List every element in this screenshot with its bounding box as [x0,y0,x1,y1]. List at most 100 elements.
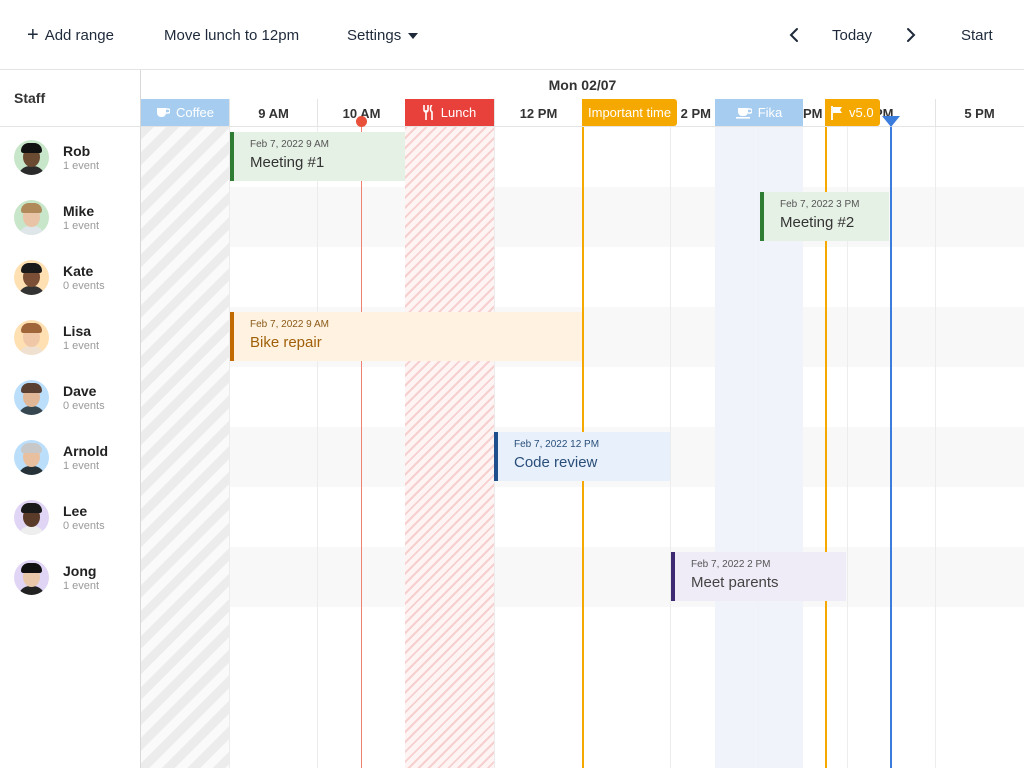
next-button[interactable] [904,0,918,70]
avatar [14,259,49,295]
chevron-right-icon [907,28,916,42]
avatar [14,499,49,535]
coffee-range-header[interactable]: Coffee [141,99,229,126]
current-time-dot [356,116,367,127]
timeline: Mon 02/07 9 AM 10 AM 12 PM 2 PM PM PM 5 … [141,70,1024,768]
plus-icon: + [27,24,39,46]
move-lunch-button[interactable]: Move lunch to 12pm [164,0,299,70]
flag-icon [831,105,842,120]
grid-line [935,127,936,768]
settings-button[interactable]: Settings [347,0,419,70]
resource-event-count: 0 events [63,399,105,412]
grid-line [847,127,848,768]
resource-event-count: 0 events [63,279,105,292]
coffee-range-label: Coffee [175,105,215,120]
settings-label: Settings [347,26,402,44]
fika-range-label: Fika [757,105,783,120]
move-lunch-label: Move lunch to 12pm [164,26,300,44]
coffee-icon [156,108,170,117]
resource-name: Rob [63,142,91,159]
avatar [14,439,49,475]
event-meet-parents[interactable]: Feb 7, 2022 2 PM Meet parents [671,552,846,601]
avatar [14,319,49,355]
coffee-icon [735,108,752,119]
event-date: Feb 7, 2022 9 AM [250,139,329,150]
event-meeting-2[interactable]: Feb 7, 2022 3 PM Meeting #2 [760,192,889,241]
avatar [14,139,49,175]
event-title: Code review [514,454,598,471]
date-header: Mon 02/07 [548,76,617,93]
v5-label: v5.0 [849,105,874,120]
lunch-range-label: Lunch [440,105,477,120]
hour-label: 10 AM [317,99,405,127]
hour-label: 9 AM [229,99,317,127]
grid-line [317,127,318,768]
current-time-line [361,127,362,768]
lunch-range [405,127,494,768]
important-time-marker[interactable]: Important time [582,99,678,126]
event-date: Feb 7, 2022 3 PM [780,199,860,210]
grid-line [229,127,230,768]
event-date: Feb 7, 2022 2 PM [691,559,771,570]
today-label: Today [832,26,873,44]
time-indicator-line [890,127,892,768]
event-code-review[interactable]: Feb 7, 2022 12 PM Code review [494,432,670,481]
avatar [14,199,49,235]
v5-line [825,127,827,768]
fika-range-header[interactable]: Fika [715,99,803,126]
add-range-button[interactable]: + Add range [27,0,114,70]
lunch-range-header[interactable]: Lunch [405,99,494,126]
utensils-icon [422,105,433,120]
resource-event-count: 1 event [63,339,100,352]
event-date: Feb 7, 2022 12 PM [514,439,600,450]
chevron-left-icon [789,28,798,42]
hour-label: 12 PM [494,99,582,127]
event-title: Meeting #1 [250,154,325,171]
resource-event-count: 1 event [63,459,100,472]
event-date: Feb 7, 2022 9 AM [250,319,329,330]
resource-event-count: 0 events [63,519,105,532]
event-bike-repair[interactable]: Feb 7, 2022 9 AM Bike repair [230,312,582,361]
important-time-label: Important time [588,105,672,120]
resource-event-count: 1 event [63,219,100,232]
v5-marker[interactable]: v5.0 [825,99,880,126]
start-label: Start [961,26,993,44]
avatar [14,379,49,415]
hour-label: PM [803,105,823,121]
event-title: Meet parents [691,574,779,591]
toolbar: + Add range Move lunch to 12pm Settings … [0,0,1024,70]
staff-header: Staff [0,70,140,127]
resource-name: Jong [63,562,97,579]
add-range-label: Add range [44,26,114,44]
hour-label: 5 PM [935,99,1023,127]
start-button[interactable]: Start [961,0,993,70]
hour-header: 9 AM 10 AM 12 PM 2 PM PM PM 5 PM [141,99,1024,127]
event-title: Bike repair [250,334,322,351]
avatar [14,559,49,595]
resource-event-count: 1 event [63,159,100,172]
resource-name: Lisa [63,322,92,339]
resource-event-count: 1 event [63,579,100,592]
resource-name: Arnold [63,442,109,459]
resource-name: Dave [63,382,97,399]
grid-line [670,127,671,768]
event-meeting-1[interactable]: Feb 7, 2022 9 AM Meeting #1 [230,132,405,181]
resource-name: Kate [63,262,94,279]
resource-name: Mike [63,202,95,219]
coffee-range [141,127,229,768]
previous-button[interactable] [787,0,801,70]
event-title: Meeting #2 [780,214,855,231]
caret-down-icon [408,33,419,39]
time-indicator-handle[interactable] [882,116,900,127]
resource-name: Lee [63,502,88,519]
today-button[interactable]: Today [832,0,872,70]
